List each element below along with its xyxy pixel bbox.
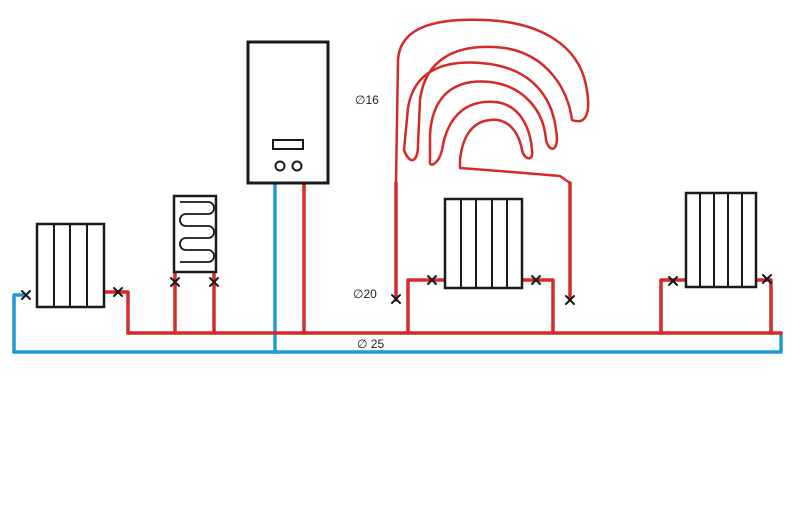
label-diameter-25: ∅ 25 (357, 337, 384, 351)
label-diameter-16: ∅16 (355, 93, 379, 107)
return-pipeline (12, 181, 783, 354)
valve-floor-loop-feed (391, 294, 401, 304)
wall-mounted-boiler (246, 40, 330, 185)
valve-middle-radiator-in (427, 275, 437, 285)
radiator-middle-return (520, 278, 555, 335)
valve-water-heater-right (209, 277, 219, 287)
valves (21, 274, 772, 305)
indirect-water-heater (172, 194, 218, 274)
radiator-right (684, 191, 758, 289)
radiator-left-sections (53, 224, 88, 307)
radiator-right-return (754, 278, 773, 335)
label-diameter-20: ∅20 (353, 287, 377, 301)
boiler-knob-left (274, 160, 286, 172)
water-heater-coil (179, 201, 215, 263)
valve-middle-radiator-out (531, 275, 541, 285)
radiator-middle (443, 197, 524, 290)
radiator-middle-supply (406, 278, 447, 335)
boiler-body (246, 40, 330, 185)
valve-floor-loop-return (565, 295, 575, 305)
radiator-middle-sections (460, 199, 508, 288)
radiator-right-sections (699, 193, 743, 287)
supply-left-branch (103, 290, 130, 335)
radiator-right-supply (659, 278, 688, 335)
valve-water-heater-left (170, 277, 180, 287)
underfloor-heating-loop (394, 18, 590, 185)
radiator-middle-body (443, 197, 524, 290)
boiler-display (272, 139, 304, 150)
valve-right-radiator-out (762, 274, 772, 284)
radiator-left (35, 222, 106, 309)
valve-left-radiator-out (113, 287, 123, 297)
water-heater-tank (172, 194, 218, 274)
radiator-right-body (684, 191, 758, 289)
valve-left-radiator-in (21, 290, 31, 300)
boiler-knob-right (291, 160, 303, 172)
valve-right-radiator-in (668, 276, 678, 286)
return-main-pipe (12, 331, 783, 354)
return-left-riser (12, 293, 28, 354)
supply-pipeline (103, 181, 783, 335)
